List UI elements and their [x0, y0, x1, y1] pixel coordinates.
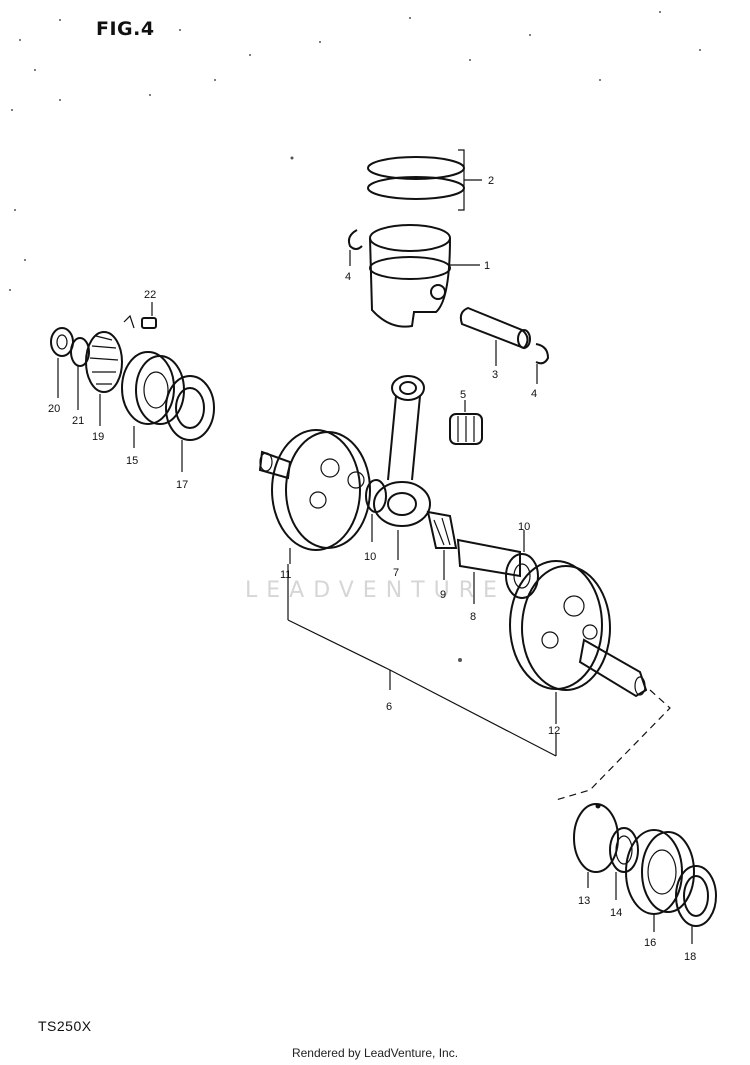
callout-1: 1: [484, 260, 490, 272]
callout-17: 17: [176, 479, 188, 491]
oil-seal-retainer: [573, 803, 619, 888]
thrust-washer-right: [505, 530, 539, 599]
crankshaft-right-half: [509, 560, 648, 756]
spacer-ring: [609, 827, 639, 900]
crankshaft-left-half: [258, 429, 371, 620]
callout-8: 8: [470, 611, 476, 623]
assembly-bracket-6: [287, 619, 557, 757]
callout-16: 16: [644, 937, 656, 949]
crank-pin: [456, 538, 521, 604]
circlip-right: [535, 343, 550, 384]
callout-20: 20: [48, 403, 60, 415]
oil-seal-right: [675, 865, 717, 944]
callout-21: 21: [72, 415, 84, 427]
callout-6: 6: [386, 701, 392, 713]
nut: [50, 327, 74, 398]
callout-12: 12: [548, 725, 560, 737]
model-code: TS250X: [38, 1018, 92, 1034]
callout-18: 18: [684, 951, 696, 963]
main-bearing-right: [625, 829, 695, 932]
primary-drive-gear: [85, 314, 135, 426]
callout-22: 22: [144, 289, 156, 301]
connecting-rod: [373, 375, 431, 560]
key: [141, 302, 157, 329]
callout-4a: 4: [345, 271, 351, 283]
needle-bearing-small-end: [449, 400, 483, 445]
callout-14: 14: [610, 907, 622, 919]
thrust-washer-left: [365, 479, 387, 542]
piston: [369, 224, 480, 328]
callout-19: 19: [92, 431, 104, 443]
piston-rings: [367, 149, 482, 211]
washer: [70, 337, 90, 410]
callout-9: 9: [440, 589, 446, 601]
oil-seal-left: [165, 375, 215, 472]
callout-13: 13: [578, 895, 590, 907]
render-credit: Rendered by LeadVenture, Inc.: [291, 1046, 459, 1060]
piston-pin: [459, 306, 531, 366]
callout-4b: 4: [531, 388, 537, 400]
crankpin-bearing: [426, 510, 458, 580]
callout-15: 15: [126, 455, 138, 467]
watermark: LEADVENTURE: [245, 578, 506, 603]
figure-title: FIG.4: [96, 18, 155, 40]
callout-7: 7: [393, 567, 399, 579]
callout-3: 3: [492, 369, 498, 381]
circlip-left: [347, 229, 363, 266]
callout-10a: 10: [364, 551, 376, 563]
dashed-leader-right: [555, 689, 671, 801]
callout-11: 11: [280, 569, 291, 581]
scan-speckles: [9, 11, 701, 662]
callout-2: 2: [488, 175, 494, 187]
callout-10b: 10: [518, 521, 530, 533]
callout-5: 5: [460, 389, 466, 401]
